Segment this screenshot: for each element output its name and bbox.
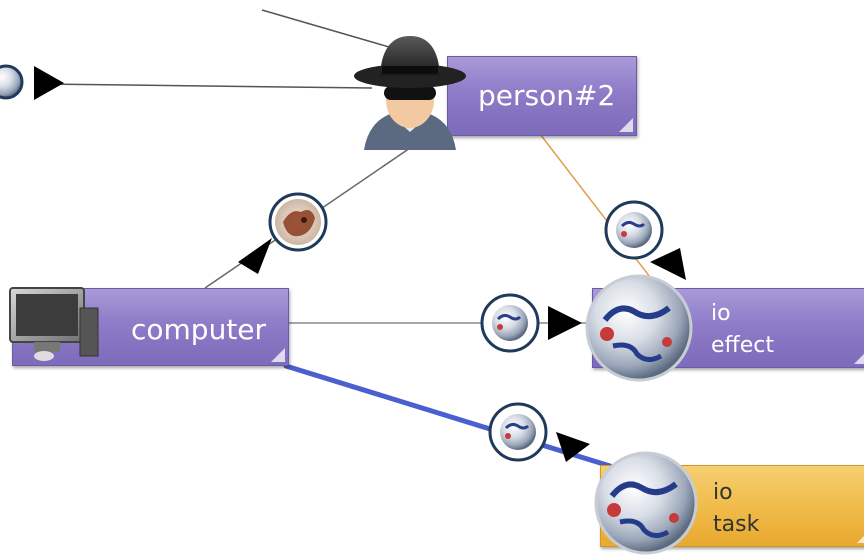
left-partial-connector [0, 64, 24, 100]
edge-computer-task [283, 363, 613, 469]
node-task-line1: io [713, 480, 733, 505]
arrowhead-left [34, 66, 64, 100]
resize-handle[interactable] [271, 348, 285, 362]
node-effect-line1: io [711, 301, 731, 326]
resize-handle[interactable] [854, 350, 864, 364]
globe-icon [616, 212, 652, 248]
connector-person-computer[interactable] [268, 192, 328, 252]
arrowhead-computer-task [556, 432, 590, 462]
connector-computer-effect[interactable] [480, 293, 540, 353]
computer-icon [9, 287, 99, 361]
node-person-label: person#2 [478, 79, 616, 112]
globe-icon [492, 305, 528, 341]
edge-left-to-person [39, 83, 373, 89]
globe-icon [500, 414, 536, 450]
spy-icon [354, 36, 466, 150]
connector-computer-task[interactable] [488, 402, 548, 462]
arrowhead-computer-effect [548, 306, 582, 340]
connector-person-effect[interactable] [604, 200, 664, 260]
globe-icon [585, 274, 693, 382]
resize-handle[interactable] [857, 529, 864, 543]
arrowhead-person-effect [650, 248, 686, 280]
edge-person-effect [539, 133, 661, 291]
node-task-line2: task [713, 512, 760, 537]
node-computer-label: computer [131, 313, 267, 346]
globe-icon [594, 451, 698, 555]
node-person[interactable]: person#2 [447, 56, 637, 136]
node-effect-line2: effect [711, 333, 774, 358]
resize-handle[interactable] [619, 118, 633, 132]
arrowhead-person-computer [238, 238, 272, 274]
